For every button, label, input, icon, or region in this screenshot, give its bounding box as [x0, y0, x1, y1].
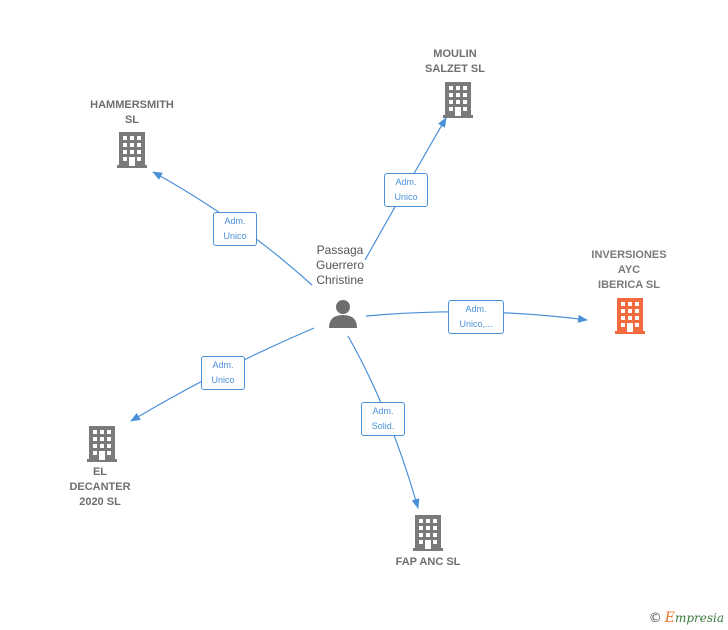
copyright-symbol: ©: [648, 611, 662, 626]
edge-label-fap[interactable]: Adm. Solid.: [361, 402, 405, 436]
company-label-hammersmith[interactable]: HAMMERSMITH SL: [90, 99, 174, 126]
brand-name: mpresia: [674, 611, 724, 625]
company-label-inversiones[interactable]: INVERSIONES AYC IBERICA SL: [591, 249, 667, 291]
edge-label-decanter[interactable]: Adm. Unico: [201, 356, 245, 390]
person-icon[interactable]: [328, 298, 358, 328]
edge-label-hammersmith[interactable]: Adm. Unico: [213, 212, 257, 246]
edge-label-inversiones[interactable]: Adm. Unico,...: [448, 300, 504, 334]
person-label[interactable]: Passaga Guerrero Christine: [315, 243, 365, 287]
building-icon[interactable]: [87, 426, 117, 462]
company-label-decanter[interactable]: EL DECANTER 2020 SL: [69, 466, 131, 508]
company-label-fap[interactable]: FAP ANC SL: [395, 556, 461, 568]
building-icon[interactable]: [117, 132, 147, 168]
building-icon[interactable]: [615, 298, 645, 334]
brand-watermark: ©Empresia: [649, 610, 724, 626]
edge-label-moulin[interactable]: Adm. Unico: [384, 173, 428, 207]
building-icon[interactable]: [443, 82, 473, 118]
building-icon[interactable]: [413, 515, 443, 551]
company-label-moulin[interactable]: MOULIN SALZET SL: [425, 48, 485, 75]
brand-initial: E: [664, 610, 675, 626]
